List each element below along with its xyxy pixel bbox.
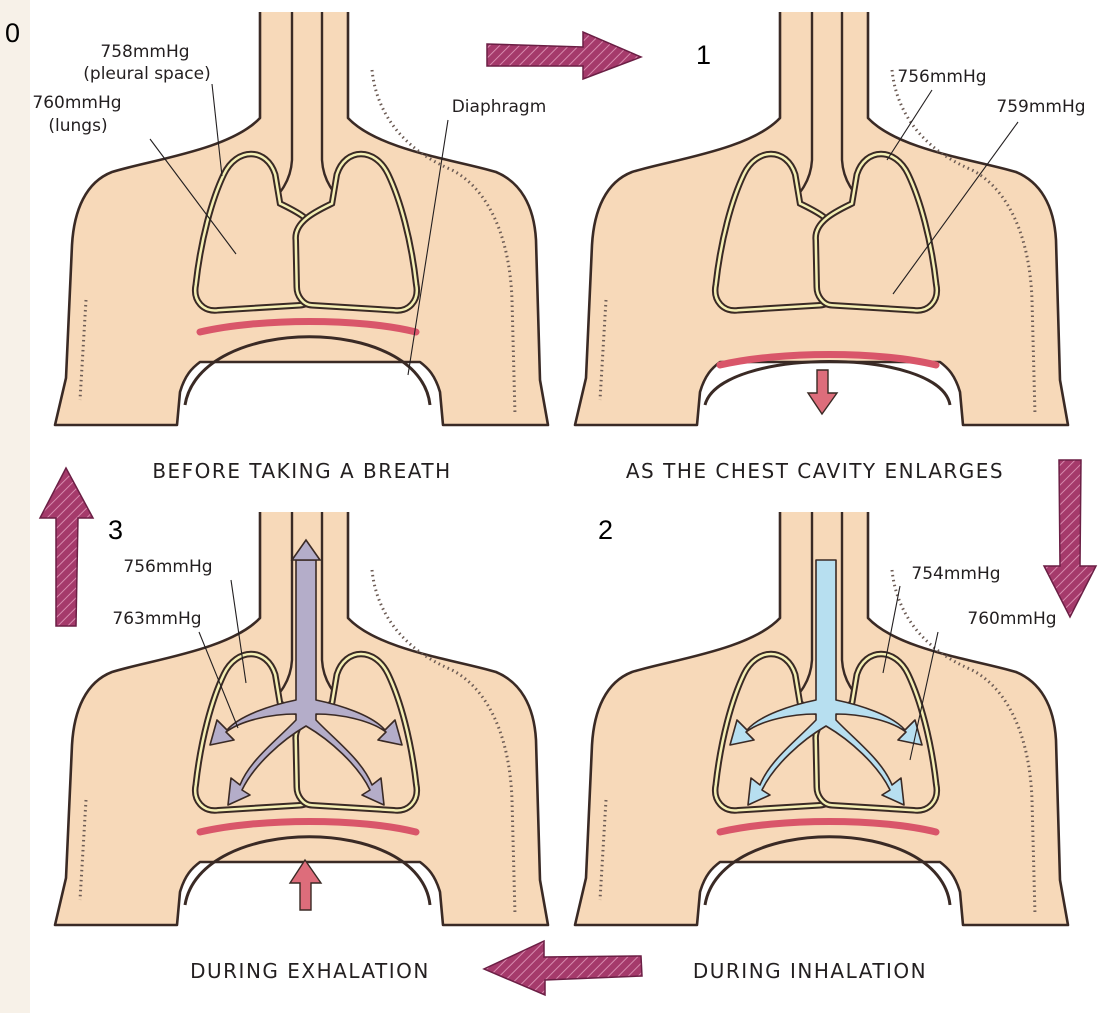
pleural-space-label: (pleural space): [83, 64, 210, 84]
lung-pressure-label: 760mmHg: [32, 93, 121, 113]
lung-pressure-label: 763mmHg: [112, 609, 201, 629]
panel-caption: DURING INHALATION: [693, 959, 927, 983]
step-number: 3: [108, 515, 123, 545]
step-number: 2: [598, 515, 613, 545]
panel-caption: BEFORE TAKING A BREATH: [152, 459, 451, 483]
pleural-pressure-label: 756mmHg: [897, 67, 986, 87]
step-number: 1: [696, 40, 711, 70]
diaphragm-label: Diaphragm: [452, 97, 547, 117]
panel-caption: DURING EXHALATION: [190, 959, 430, 983]
step-number: 0: [5, 18, 20, 48]
lung-pressure-label: 760mmHg: [967, 609, 1056, 629]
lung-pressure-label: 759mmHg: [996, 97, 1085, 117]
lungs-label: (lungs): [48, 116, 107, 136]
pleural-pressure-label: 754mmHg: [911, 564, 1000, 584]
pleural-pressure-label: 758mmHg: [100, 42, 189, 62]
pleural-pressure-label: 756mmHg: [123, 557, 212, 577]
panel-caption: AS THE CHEST CAVITY ENLARGES: [626, 459, 1004, 483]
